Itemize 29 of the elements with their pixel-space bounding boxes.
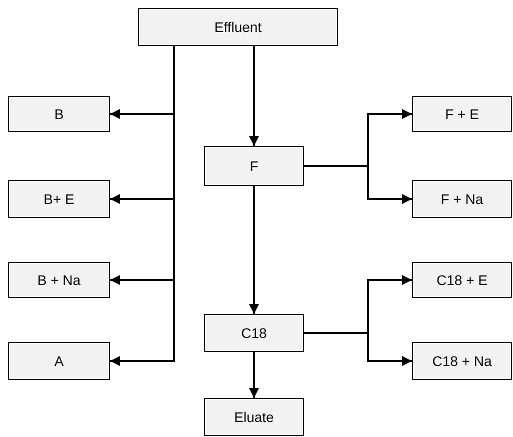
box-label: C18 + Na — [432, 353, 492, 369]
process-box — [412, 96, 512, 132]
process-box — [204, 398, 304, 436]
arrow — [249, 186, 259, 314]
box-label: F + E — [445, 106, 479, 122]
process-box — [8, 342, 110, 380]
process-box — [412, 342, 512, 380]
box-label: B + Na — [37, 272, 81, 288]
process-box — [8, 180, 110, 218]
box-label: C18 — [241, 325, 267, 341]
arrow — [249, 352, 259, 398]
process-box — [204, 146, 304, 186]
process-box — [204, 314, 304, 352]
arrow — [249, 46, 259, 146]
process-box — [412, 262, 512, 298]
arrow — [304, 165, 412, 204]
box-label: B — [54, 106, 64, 122]
process-box — [8, 262, 110, 298]
arrow — [110, 46, 175, 366]
process-box — [412, 180, 512, 218]
process-box — [8, 96, 110, 132]
process-box — [138, 8, 338, 46]
box-label: Eluate — [234, 409, 274, 425]
box-label: F + Na — [440, 191, 484, 207]
box-label: A — [54, 353, 64, 369]
box-label: Effluent — [214, 19, 262, 35]
box-label: F — [250, 158, 258, 174]
box-label: C18 + E — [436, 272, 488, 288]
box-label: B+ E — [44, 191, 74, 207]
